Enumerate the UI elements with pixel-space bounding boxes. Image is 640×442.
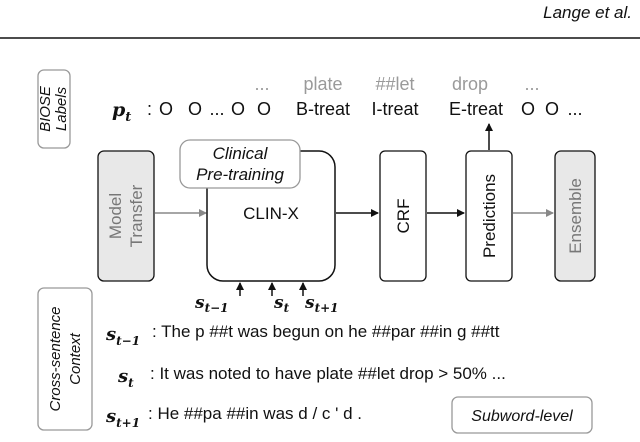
running-head: Lange et al. [543, 3, 632, 22]
biose-labels-label: BIOSE [37, 85, 54, 132]
context-row-text-curr: : It was noted to have plate ##let drop … [150, 364, 506, 383]
context-box [37, 287, 93, 431]
model-transfer-label: Model [106, 193, 125, 239]
model-transfer-block [97, 150, 155, 282]
clinical-label: Clinical [213, 144, 269, 163]
labels-colon: : [147, 99, 152, 119]
label-token-7: E-treat [449, 99, 503, 119]
context-row-text-next: : He ##pa ##in was d / c ' d . [148, 404, 362, 423]
context-label-2: Context [67, 332, 84, 385]
context-label: Cross-sentence [47, 306, 64, 411]
label-token-9: O [545, 99, 559, 119]
label-token-0: O [159, 99, 173, 119]
crf-label: CRF [394, 199, 413, 234]
model-transfer-label-2: Transfer [127, 184, 146, 247]
labels-symbol: pt [112, 99, 131, 125]
clin-x-label: CLIN-X [243, 204, 299, 223]
subword-top-1: plate [303, 74, 342, 94]
subword-top-4: ... [524, 74, 539, 94]
label-token-10: ... [567, 99, 582, 119]
subword-top-2: ##let [375, 74, 414, 94]
ensemble-label: Ensemble [566, 178, 585, 254]
label-token-6: I-treat [371, 99, 418, 119]
label-token-3: O [231, 99, 245, 119]
context-row-symbol-prev: st−1 [105, 324, 140, 348]
subword-top-3: drop [452, 74, 488, 94]
biose-labels-box [37, 69, 71, 149]
context-row-symbol-curr: st [117, 366, 134, 390]
label-token-4: O [257, 99, 271, 119]
context-row-symbol-next: st+1 [105, 406, 140, 430]
label-token-1: O [188, 99, 202, 119]
biose-labels-label-2: Labels [53, 86, 70, 131]
subword-level-badge [451, 396, 593, 434]
input-symbol-curr: st [273, 293, 290, 315]
input-symbol-next: st+1 [304, 293, 339, 315]
label-token-8: O [521, 99, 535, 119]
subword-top-0: ... [254, 74, 269, 94]
label-token-5: B-treat [296, 99, 350, 119]
input-symbol-prev: st−1 [194, 293, 229, 315]
context-row-text-prev: : The p ##t was begun on he ##par ##in g… [152, 322, 500, 341]
subword-level-label: Subword-level [471, 408, 573, 425]
predictions-label: Predictions [480, 174, 499, 258]
label-token-2: ... [209, 99, 224, 119]
predictions-block [465, 150, 513, 282]
crf-block [379, 150, 427, 282]
pretraining-label: Pre-training [196, 165, 284, 184]
ensemble-block [554, 150, 596, 282]
clinical-pretraining-box [179, 139, 301, 189]
